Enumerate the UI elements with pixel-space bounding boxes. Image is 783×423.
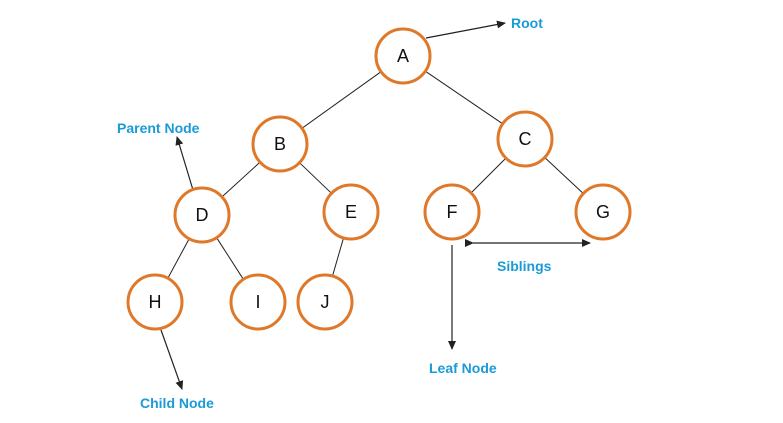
node-b: B xyxy=(251,115,309,173)
siblings-label: Siblings xyxy=(497,258,552,274)
annotation-arrows xyxy=(160,20,591,390)
root-arrow xyxy=(425,20,506,39)
edge-d-h xyxy=(167,238,190,279)
node-g: G xyxy=(574,183,632,241)
leaf-node-label: Leaf Node xyxy=(429,360,497,376)
node-c-label: C xyxy=(519,129,532,149)
edge-c-f xyxy=(470,157,507,194)
node-a-label: A xyxy=(397,46,409,66)
edge-b-e xyxy=(299,162,332,194)
edge-e-j xyxy=(332,237,344,277)
node-i-label: I xyxy=(255,292,260,312)
edge-c-g xyxy=(544,157,584,194)
tree-edges xyxy=(167,70,584,280)
parent-node-label: Parent Node xyxy=(117,120,200,136)
node-d-label: D xyxy=(196,205,209,225)
annotation-labels: Root Parent Node Siblings Leaf Node Chil… xyxy=(117,15,552,411)
node-i: I xyxy=(229,273,287,331)
child-node-label: Child Node xyxy=(140,395,214,411)
node-f-label: F xyxy=(447,202,458,222)
node-e: E xyxy=(322,183,380,241)
tree-nodes: A B C D E F G H I J xyxy=(126,27,632,331)
node-f: F xyxy=(423,183,481,241)
root-label: Root xyxy=(511,15,543,31)
edge-a-c xyxy=(425,70,503,125)
edge-d-i xyxy=(216,237,244,280)
node-g-label: G xyxy=(596,202,610,222)
node-e-label: E xyxy=(345,202,357,222)
node-j-label: J xyxy=(321,292,330,312)
node-d: D xyxy=(173,186,231,244)
node-h: H xyxy=(126,273,184,331)
node-h-label: H xyxy=(149,292,162,312)
edge-b-d xyxy=(221,161,261,198)
node-c: C xyxy=(496,110,554,168)
node-b-label: B xyxy=(274,134,286,154)
child-node-arrow xyxy=(160,329,184,390)
node-j: J xyxy=(296,273,354,331)
parent-node-arrow xyxy=(175,136,194,191)
edge-a-b xyxy=(301,71,382,129)
node-a: A xyxy=(374,27,432,85)
